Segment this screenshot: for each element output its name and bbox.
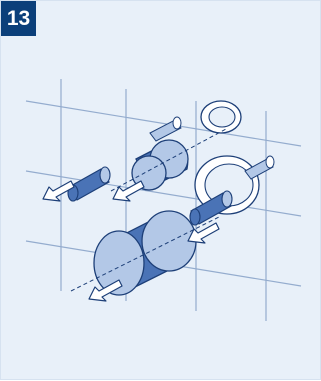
cover-ring-top xyxy=(201,101,241,133)
pipe-extension-left xyxy=(68,167,110,201)
wall-stub-upper xyxy=(150,117,181,141)
tile-wall xyxy=(26,79,301,321)
